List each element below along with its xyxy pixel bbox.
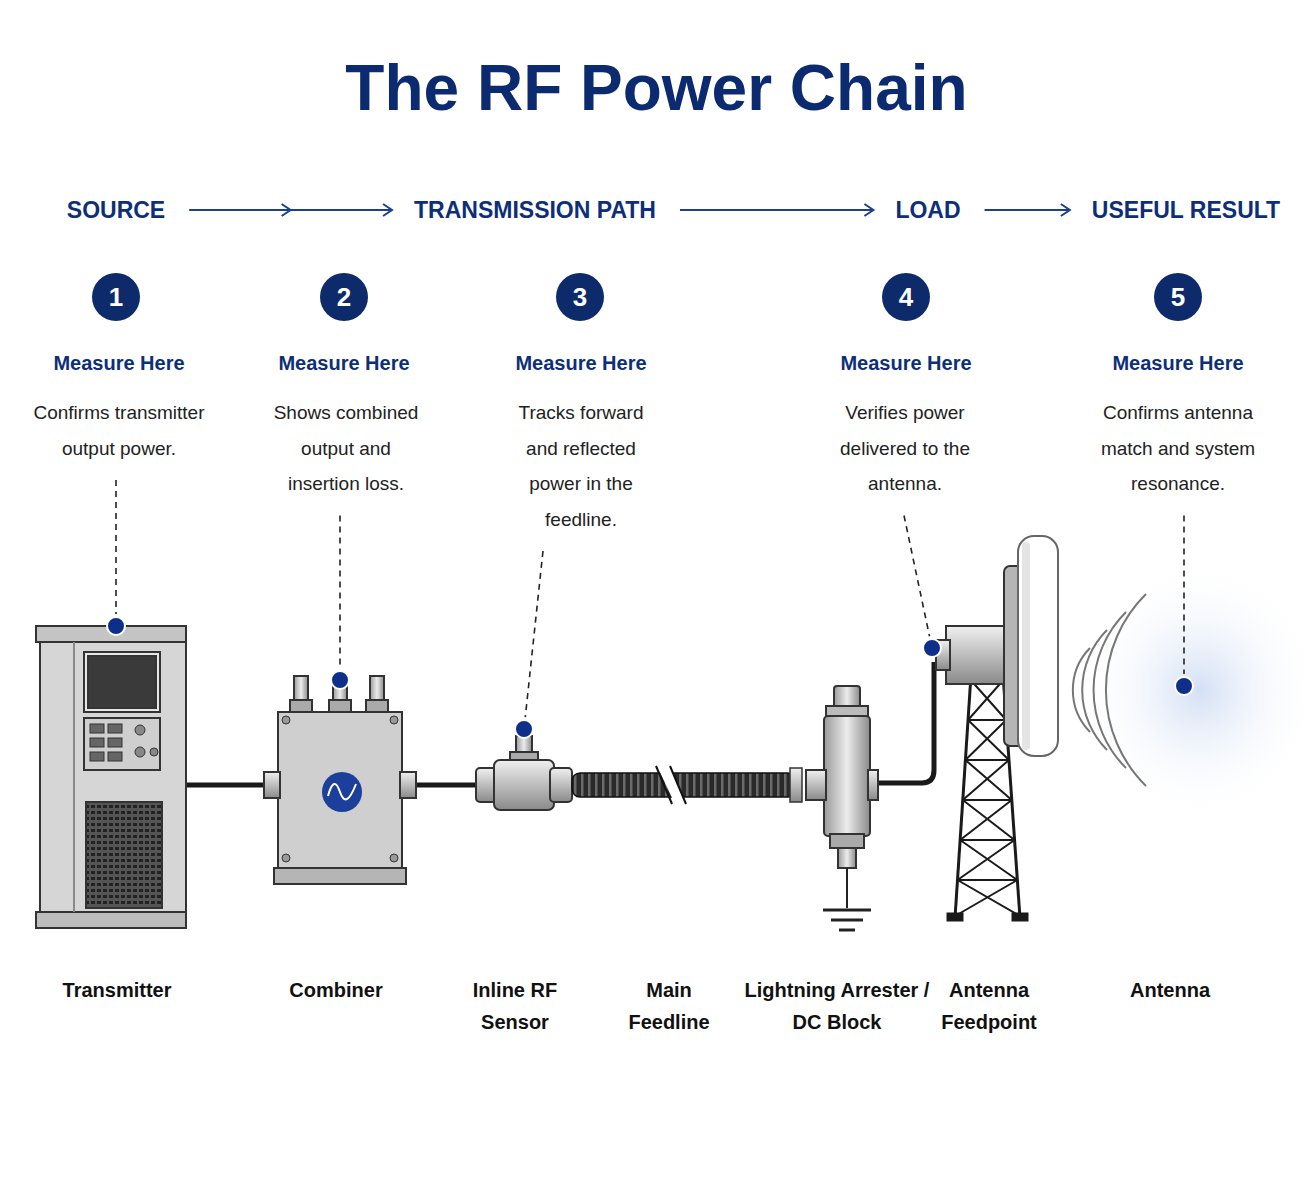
part-name: Transmitter bbox=[63, 974, 172, 1006]
part-name: Inline RF Sensor bbox=[460, 974, 570, 1038]
callout-number: 5 bbox=[1171, 282, 1185, 313]
measure-heading: Measure Here bbox=[53, 351, 184, 375]
leader-line bbox=[525, 551, 543, 717]
stage-heading: SOURCE bbox=[67, 196, 165, 224]
callout-number: 4 bbox=[899, 282, 913, 313]
measure-note: Confirms transmitter output power. bbox=[19, 395, 219, 466]
measure-note: Verifies power delivered to the antenna. bbox=[825, 395, 985, 502]
callout-number: 3 bbox=[573, 282, 587, 313]
measure-dot bbox=[331, 671, 349, 689]
stage-heading: TRANSMISSION PATH bbox=[414, 196, 656, 224]
measure-note: Tracks forward and reflected power in th… bbox=[511, 395, 651, 537]
callout-number: 2 bbox=[337, 282, 351, 313]
measure-heading: Measure Here bbox=[515, 351, 646, 375]
title: The RF Power Chain bbox=[0, 50, 1313, 126]
measure-heading: Measure Here bbox=[1112, 351, 1243, 375]
measure-dot bbox=[515, 720, 533, 738]
leader-line bbox=[339, 516, 341, 669]
transmitter-cabinet bbox=[36, 626, 186, 928]
callout-circle: 3 bbox=[556, 273, 604, 321]
leader-line bbox=[115, 480, 117, 614]
callout-circle: 1 bbox=[92, 273, 140, 321]
measure-dot bbox=[923, 639, 941, 657]
arrow-head bbox=[383, 204, 392, 216]
callout-circle: 4 bbox=[882, 273, 930, 321]
measure-note: Shows combined output and insertion loss… bbox=[266, 395, 426, 502]
part-name: Antenna Feedpoint bbox=[934, 974, 1044, 1038]
part-name: Lightning Arrester / DC Block bbox=[742, 974, 932, 1038]
antenna-panel bbox=[936, 536, 1058, 756]
part-name: Combiner bbox=[289, 974, 382, 1006]
flow-arrow bbox=[985, 209, 1070, 211]
part-name: Main Feedline bbox=[624, 974, 714, 1038]
arrow-head bbox=[282, 204, 291, 216]
callout-circle: 5 bbox=[1154, 273, 1202, 321]
arrow-head bbox=[1061, 204, 1070, 216]
signal-glow bbox=[1080, 560, 1313, 820]
measure-dot bbox=[1175, 677, 1193, 695]
arrow-head bbox=[864, 204, 873, 216]
measure-heading: Measure Here bbox=[840, 351, 971, 375]
leader-line bbox=[1183, 516, 1185, 675]
stage-heading: USEFUL RESULT bbox=[1092, 196, 1280, 224]
flow-arrow bbox=[680, 209, 873, 211]
leader-line bbox=[904, 516, 930, 637]
part-name: Antenna bbox=[1130, 974, 1210, 1006]
radio-waves bbox=[1073, 594, 1146, 786]
main-feedline bbox=[572, 766, 802, 804]
inline-rf-sensor bbox=[476, 736, 572, 810]
measure-heading: Measure Here bbox=[278, 351, 409, 375]
stage-heading: LOAD bbox=[895, 196, 960, 224]
measure-dot bbox=[107, 617, 125, 635]
callout-number: 1 bbox=[109, 282, 123, 313]
measure-note: Confirms antenna match and system resona… bbox=[1098, 395, 1258, 502]
lightning-arrester bbox=[806, 686, 878, 930]
combiner-box bbox=[264, 676, 416, 884]
callout-circle: 2 bbox=[320, 273, 368, 321]
